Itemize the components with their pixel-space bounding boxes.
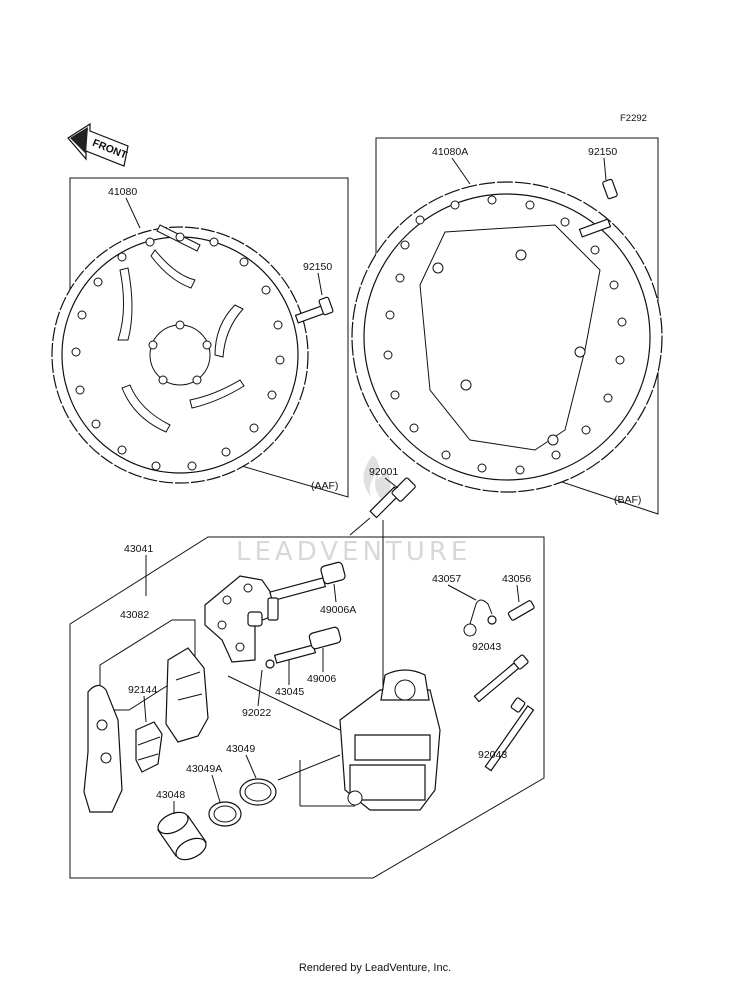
label-43041: 43041 [124, 543, 153, 555]
label-43048: 43048 [156, 789, 185, 801]
variant-baf: (BAF) [614, 494, 641, 506]
bleeder-cap [463, 599, 497, 637]
boot-49006 [308, 626, 342, 650]
pad-shim [135, 721, 163, 773]
label-49006A: 49006A [320, 604, 356, 616]
piston-seal-43049 [239, 778, 277, 806]
caliper-pin [265, 644, 317, 669]
label-49006: 49006 [307, 673, 336, 685]
dust-seal-43049a [208, 801, 242, 827]
label-92043-lower: 92043 [478, 749, 507, 761]
figure-code: F2292 [620, 113, 647, 124]
label-43049: 43049 [226, 743, 255, 755]
slide-pin-lower [484, 697, 535, 772]
label-92144: 92144 [128, 684, 157, 696]
front-arrow-icon: FRONT [67, 122, 129, 167]
label-41080: 41080 [108, 186, 137, 198]
disc-bolt-left [294, 296, 334, 324]
label-41080A: 41080A [432, 146, 468, 158]
caliper-assembly-box [69, 536, 545, 879]
variant-aaf: (AAF) [311, 480, 338, 492]
footer-credit: Rendered by LeadVenture, Inc. [298, 962, 452, 974]
piston-43048 [157, 811, 207, 861]
caliper-body [339, 669, 441, 811]
brake-pad-rear [83, 684, 123, 813]
label-92022: 92022 [242, 707, 271, 719]
label-92150-left: 92150 [303, 261, 332, 273]
bleeder-valve [507, 600, 535, 621]
label-43056: 43056 [502, 573, 531, 585]
boot-49006a [320, 561, 346, 585]
brake-disc-baf [351, 181, 663, 493]
slide-pin-upper [473, 654, 529, 703]
leadventure-watermark: LEADVENTURE [236, 455, 471, 567]
label-43049A: 43049A [186, 763, 222, 775]
brake-pad-front [165, 647, 209, 743]
brake-disc-aaf [51, 224, 309, 484]
caliper-bracket [204, 575, 327, 663]
label-92150-right: 92150 [588, 146, 617, 158]
label-43057: 43057 [432, 573, 461, 585]
label-43082: 43082 [120, 609, 149, 621]
label-43045: 43045 [275, 686, 304, 698]
label-92043-upper: 92043 [472, 641, 501, 653]
pin-bolt [369, 477, 416, 519]
disc-bolt-right [578, 178, 618, 238]
label-92001: 92001 [369, 466, 398, 478]
svg-text:LEADVENTURE: LEADVENTURE [236, 537, 471, 567]
